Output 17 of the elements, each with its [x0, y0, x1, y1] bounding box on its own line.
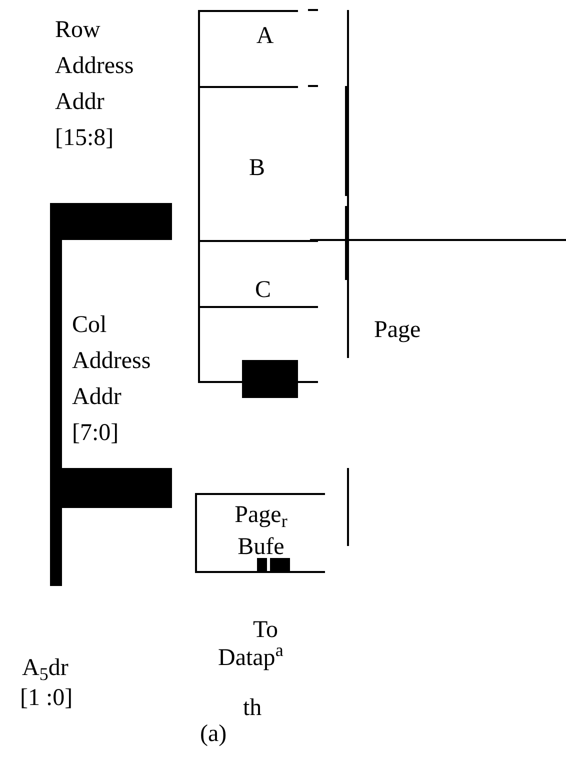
- buffer-box: [195, 493, 325, 573]
- label-text: th: [243, 694, 262, 723]
- label-text: A$_{5}$dr: [22, 654, 68, 686]
- node-label: Bufe: [238, 533, 284, 562]
- label-text: Row Address Addr [15:8]: [55, 16, 134, 153]
- node-label: Page$_{r}$: [234, 501, 288, 531]
- node-label: C: [254, 276, 271, 305]
- array-region: [198, 10, 298, 86]
- label-text: Col Address Addr [7:0]: [72, 311, 151, 448]
- array-region: [198, 240, 318, 306]
- caption: (a): [200, 720, 227, 749]
- node-label: A: [256, 22, 274, 51]
- node-label: B: [248, 154, 265, 183]
- label-text: Page: [374, 316, 421, 345]
- array-box: [198, 306, 318, 383]
- label-text: [1 :0]: [20, 684, 73, 713]
- array-region: [198, 86, 298, 240]
